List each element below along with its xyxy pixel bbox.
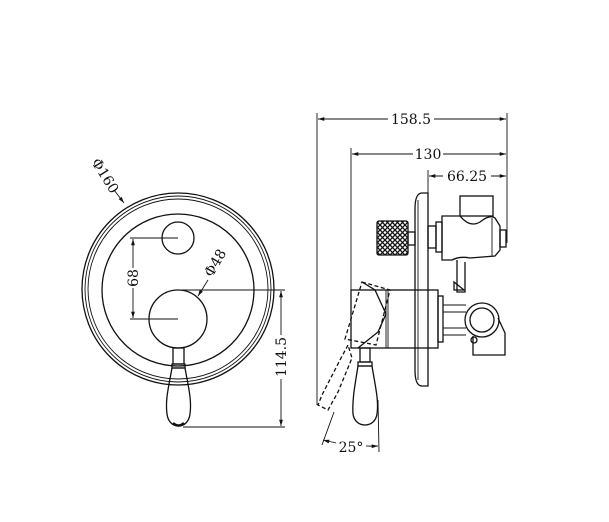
dim-114-5-label: 114.5 [274,337,290,377]
dim-158-5-label: 158.5 [391,112,431,128]
side-lever [352,281,387,426]
wall-plate-profile [414,192,429,387]
plate-ring-2 [84,195,272,383]
upper-valve-body [427,195,507,293]
lever-rotated-position [317,281,391,411]
dimension-diameter-160: Φ160 [88,156,125,204]
dim-diameter-48-label: Φ48 [202,247,231,280]
plate-outer-ring [81,192,275,386]
dim-68-label: 68 [126,269,142,287]
outlet-port-inner [469,307,495,333]
dimension-angle-25: 25° [321,399,380,456]
knob-stem [407,231,416,246]
dimension-130: 130 [350,145,506,345]
knurled-diverter-knob [376,220,409,256]
front-view: 68 Φ48 Φ160 114.5 [81,156,290,428]
dimension-66-25: 66.25 [427,167,506,193]
dim-diameter-160-label: Φ160 [88,156,122,197]
dim-angle-25-label: 25° [339,440,364,456]
dimension-114-5: 114.5 [178,289,290,428]
dimension-158-5: 158.5 [316,110,508,405]
dimension-diameter-48: Φ48 [197,247,231,297]
dim-66-25-label: 66.25 [447,169,487,185]
dimension-68: 68 [125,237,178,320]
side-view: 158.5 130 66.25 [316,110,508,456]
plate-ring-3 [87,198,269,380]
front-lever [165,347,192,427]
dim-130-label: 130 [415,147,442,163]
